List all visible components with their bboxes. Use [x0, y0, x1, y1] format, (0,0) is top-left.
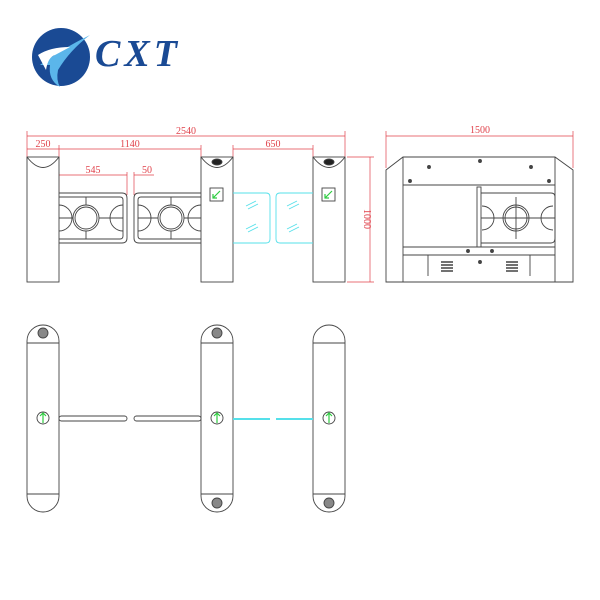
green-arrow-up-icon [322, 411, 336, 425]
green-arrow-up-icon [210, 411, 224, 425]
top-swing-arm-left [58, 415, 128, 422]
glass-gate-right [275, 192, 313, 244]
dim-total-width: 2540 [176, 126, 196, 137]
front-cabinet-middle [200, 156, 234, 283]
front-cabinet-right [312, 156, 346, 283]
top-swing-arm-right [133, 415, 202, 422]
side-dimensions [385, 131, 574, 168]
logo-text: CXT [95, 33, 181, 75]
green-arrow-up-icon [36, 411, 50, 425]
side-view [385, 156, 574, 283]
dim-cabinet-width: 250 [36, 139, 51, 150]
swing-panel-right [133, 192, 202, 244]
green-arrow-down-left-icon [212, 190, 221, 199]
logo-emblem-icon [32, 28, 90, 87]
swing-panel-left [58, 192, 128, 244]
dim-side-width: 1500 [470, 125, 490, 136]
dim-swing-span: 1140 [120, 139, 140, 150]
dim-panel-width: 545 [86, 165, 101, 176]
dim-glass-span: 650 [266, 139, 281, 150]
dim-height: 1000 [361, 209, 372, 229]
glass-gate-left [233, 192, 271, 244]
front-cabinet-left [26, 156, 60, 283]
green-arrow-down-left-icon [324, 190, 333, 199]
dim-panel-gap: 50 [142, 165, 152, 176]
